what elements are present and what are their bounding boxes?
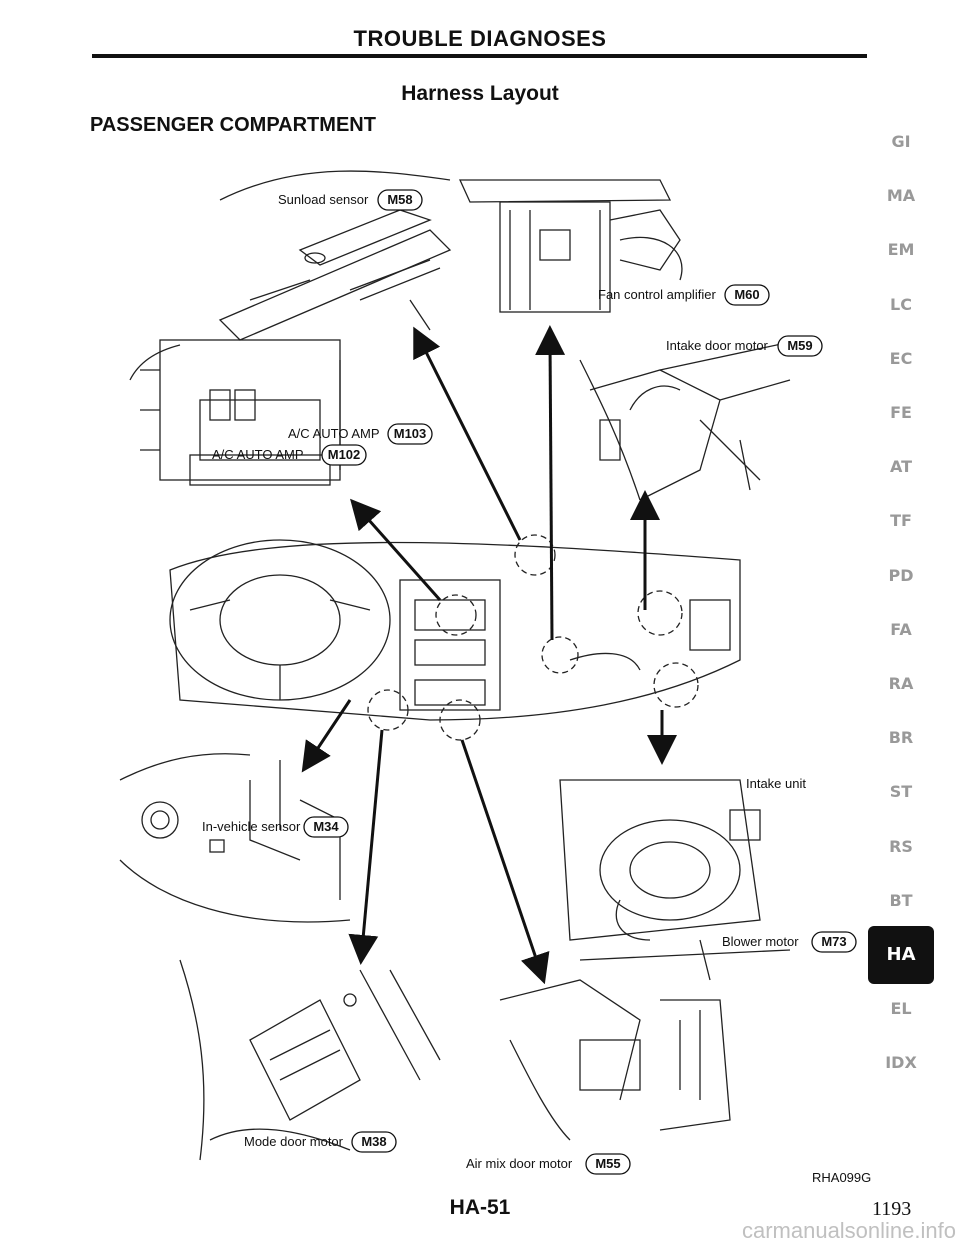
svg-text:Mode door motor: Mode door motor [244,1134,344,1149]
section-tab-br: BR [888,728,914,748]
svg-text:A/C AUTO AMP: A/C AUTO AMP [212,447,304,462]
section-tab-rs: RS [889,836,913,856]
section-tab-fe: FE [890,403,912,422]
figure-id: RHA099G [812,1170,872,1185]
blower-motor-illustration [559,779,791,981]
svg-text:Fan control amplifier: Fan control amplifier [598,287,716,302]
callout-ac-auto-amp-m102: A/C AUTO AMP M102 [212,444,367,466]
title-rule [92,54,867,58]
svg-text:M58: M58 [387,192,412,207]
instrument-panel-illustration [169,534,741,741]
sunload-sensor-illustration [218,170,452,341]
section-tab-ha: HA [868,926,934,984]
svg-text:M73: M73 [821,934,846,949]
page-number: HA-51 [449,1196,511,1219]
callout-intake-door-motor: Intake door motor M59 [666,335,823,357]
svg-text:Intake unit: Intake unit [746,776,806,791]
watermark: carmanualsonline.info [741,1218,956,1243]
svg-text:Intake door motor: Intake door motor [666,338,769,353]
callout-in-vehicle-sensor: In-vehicle sensor M34 [202,816,349,838]
svg-text:A/C AUTO AMP: A/C AUTO AMP [288,426,380,441]
section-tab-gi: GI [891,132,911,151]
ac-auto-amp-illustration [129,339,341,486]
svg-text:In-vehicle sensor: In-vehicle sensor [202,819,301,834]
section-tab-st: ST [889,782,913,802]
callout-mode-door-motor: Mode door motor M38 [244,1131,397,1153]
mode-door-motor-illustration [179,959,441,1161]
callout-sunload-sensor: Sunload sensor M58 [278,189,423,211]
svg-text:Sunload sensor: Sunload sensor [278,192,369,207]
in-vehicle-sensor-illustration [119,753,351,923]
section-tab-fa: FA [890,619,912,639]
section-label: PASSENGER COMPARTMENT [90,114,376,136]
callout-air-mix-door-motor: Air mix door motor M55 [466,1153,631,1175]
svg-text:M55: M55 [595,1156,620,1171]
svg-text:M34: M34 [313,819,339,834]
callout-fan-control-amplifier: Fan control amplifier M60 [598,284,770,306]
fan-control-amplifier-illustration [458,179,683,313]
section-tab-at: AT [889,457,913,477]
section-tab-ec: EC [889,348,913,368]
harness-layout-figure: Sunload sensor M58 Fan control amplifier… [119,170,857,1175]
page-subtitle: Harness Layout [401,82,559,105]
svg-text:M103: M103 [394,426,427,441]
section-tab-idx: IDX [885,1053,917,1073]
air-mix-door-motor-illustration [499,979,731,1141]
section-tab-em: EM [887,240,915,260]
svg-text:M38: M38 [361,1134,386,1149]
section-tab-el: EL [890,999,912,1019]
svg-text:M60: M60 [734,287,759,302]
callout-ac-auto-amp-m103: A/C AUTO AMP M103 [288,423,433,445]
section-tab-ma: MA [886,186,916,206]
folio-number: 1193 [872,1198,912,1220]
svg-text:M102: M102 [328,447,361,462]
page-title: TROUBLE DIAGNOSES [353,26,607,51]
intake-door-motor-illustration [579,339,801,501]
section-tab-tf: TF [890,511,912,531]
section-tab-bt: BT [889,890,913,910]
section-tab-ra: RA [888,674,914,693]
svg-text:Air mix door motor: Air mix door motor [466,1156,573,1171]
svg-text:M59: M59 [787,338,812,353]
callout-blower-motor: Blower motor M73 [722,931,857,953]
section-tab-pd: PD [888,565,914,585]
svg-text:Blower motor: Blower motor [722,934,799,949]
callout-intake-unit: Intake unit [746,776,806,791]
section-tab-lc: LC [890,294,912,314]
